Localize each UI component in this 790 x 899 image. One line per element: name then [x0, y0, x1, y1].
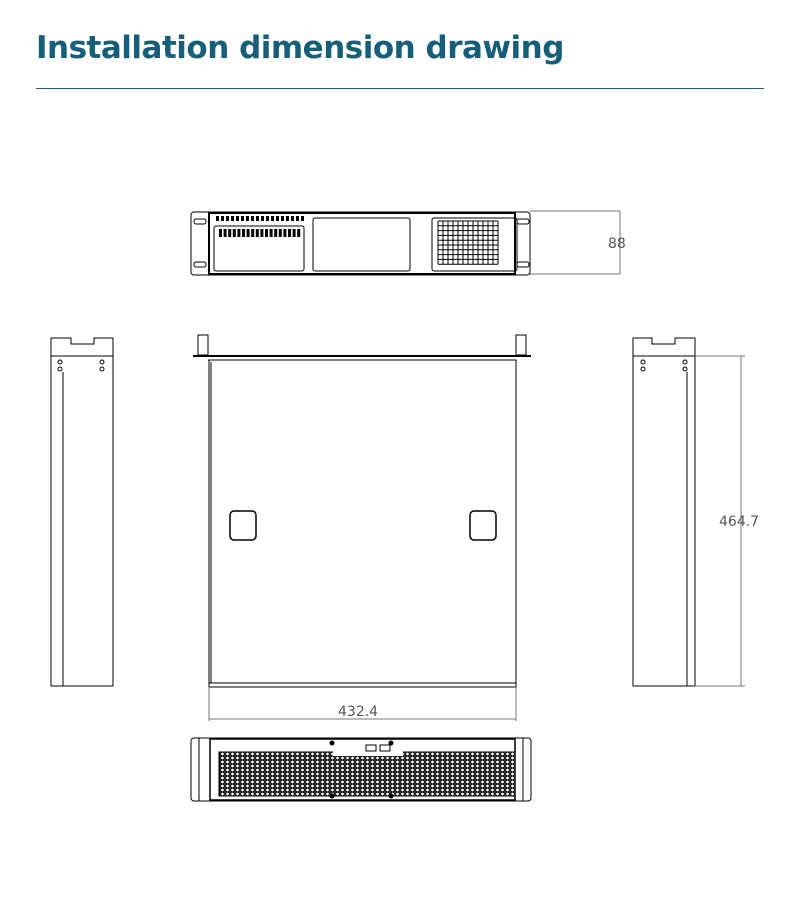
left-side-view: [50, 337, 114, 687]
front-view: [190, 737, 532, 802]
height-value: 88: [608, 236, 626, 252]
handle-right: [469, 510, 497, 541]
depth-value: 464.7: [719, 514, 759, 530]
handle-left: [229, 510, 257, 541]
depth-dimension: [695, 355, 745, 687]
page-title: Installation dimension drawing: [36, 30, 564, 66]
width-value: 432.4: [338, 704, 378, 720]
right-side-view: [632, 337, 696, 687]
top-view: [193, 334, 531, 688]
rear-view: [190, 211, 531, 276]
width-dimension: [208, 687, 517, 721]
height-dimension: [530, 210, 621, 275]
title-divider: [36, 88, 764, 89]
